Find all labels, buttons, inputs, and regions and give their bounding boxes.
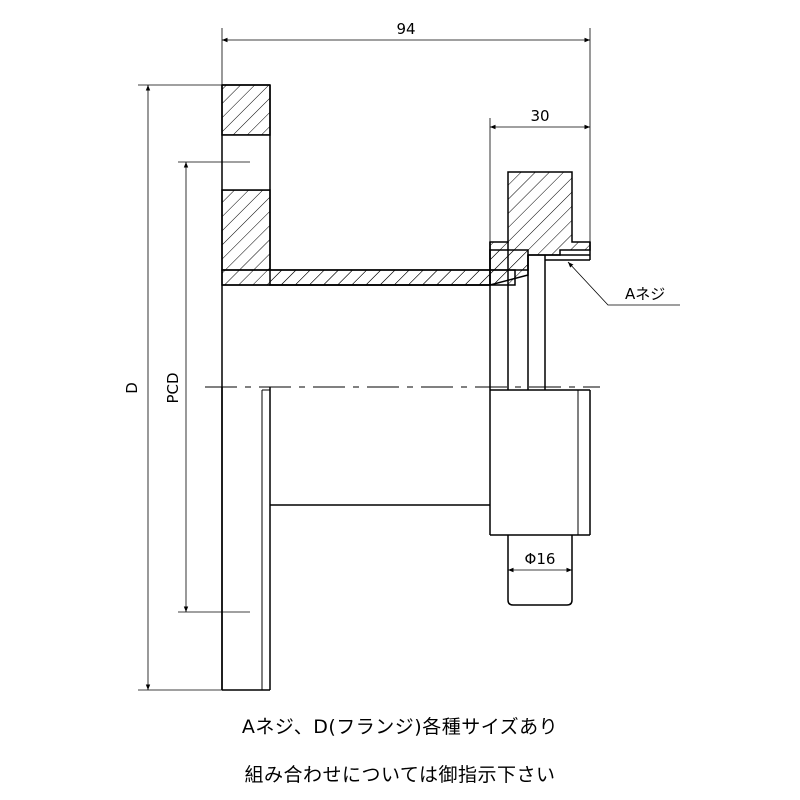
dim-nut-length: 30: [530, 107, 549, 125]
dim-tube-diameter: Φ16: [525, 550, 556, 568]
dimension-lines: [145, 37, 680, 690]
dim-flange-diameter: D: [123, 382, 141, 394]
dim-overall-length: 94: [396, 20, 415, 38]
extension-lines: [138, 28, 591, 691]
tube-wall-section: [221, 269, 516, 286]
nut-section: [489, 171, 591, 390]
dim-thread-label: Aネジ: [625, 285, 665, 303]
lower-half-view: [221, 387, 591, 691]
note-line-1: Aネジ、D(フランジ)各種サイズあり: [241, 716, 559, 738]
dim-pcd: PCD: [164, 372, 182, 403]
note-line-2: 組み合わせについては御指示下さい: [244, 764, 556, 786]
